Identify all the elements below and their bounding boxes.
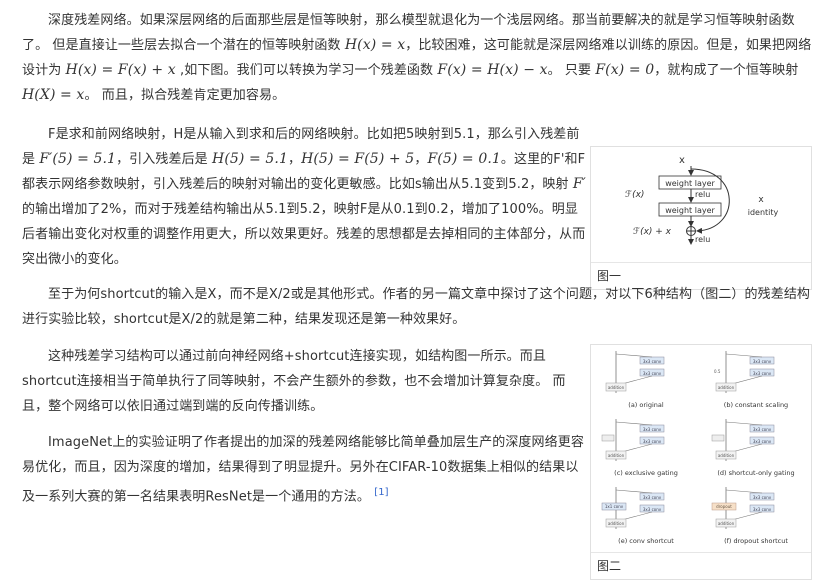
dropout-box	[711, 502, 737, 511]
variant-label: (d) shortcut-only gating	[717, 469, 794, 477]
p1-text-3: ,如下图。我们可以转换为学习一个残差函数	[175, 63, 438, 78]
addition-box	[605, 382, 627, 392]
formula-h5-f5: H(5) = F(5) + 5	[301, 151, 415, 167]
block-label: 3x3 conv	[753, 495, 772, 500]
addition-box	[605, 450, 627, 460]
fig1-identity-label: identity	[748, 208, 779, 217]
block-label: 3x3 conv	[643, 507, 662, 512]
p2-text-3: ，	[287, 152, 302, 167]
formula-f-prime: F′	[572, 176, 586, 192]
paragraph-2: F是求和前网络映射，H是从输入到求和后的网络映射。比如把5映射到5.1，那么引入…	[22, 122, 588, 272]
block-label: 3x3 conv	[643, 427, 662, 432]
figure-2-caption: 图二	[591, 552, 811, 579]
branch-line	[615, 489, 653, 494]
variant-label: (a) original	[628, 401, 664, 409]
branch-line	[615, 353, 653, 358]
addition-box	[715, 518, 737, 528]
addition-label: addition	[718, 453, 735, 458]
conv-shortcut-box	[601, 502, 627, 511]
addition-label: addition	[718, 385, 735, 390]
figure-2: addition 3x3 conv 3x3 conv (a) original addi…	[590, 344, 812, 580]
branch-line	[725, 421, 763, 426]
branch-line	[725, 489, 763, 494]
variant-label: (f) dropout shortcut	[724, 537, 788, 545]
scale-label: 0.5	[714, 369, 721, 374]
p5-text: ImageNet上的实验证明了作者提出的加深的残差网络能够比简单叠加层生产的深度…	[22, 435, 584, 505]
p2-text-1: F是求和前网络映射，H是从输入到求和后的网络映射。比如把5映射到5.1，那么引入…	[22, 127, 580, 167]
block-label: 3x3 conv	[753, 371, 772, 376]
block-label: 3x3 conv	[643, 359, 662, 364]
addition-box	[715, 382, 737, 392]
variant-label: (e) conv shortcut	[618, 537, 674, 545]
p2-text-2: ，引入残差后是	[116, 152, 213, 167]
fig1-relu-2: relu	[695, 235, 710, 244]
formula-identity: H(X) = x	[22, 87, 85, 103]
block-label: 3x3 conv	[643, 495, 662, 500]
branch-line	[615, 421, 653, 426]
weight-layer-1	[658, 175, 722, 190]
weight-layer-2	[658, 202, 722, 217]
variant-label: (b) constant scaling	[724, 401, 788, 409]
variant-label: (c) exclusive gating	[614, 469, 678, 477]
p4-text: 这种残差学习结构可以通过前向神经网络+shortcut连接实现，如结构图一所示。…	[22, 349, 566, 414]
p1-text-1: 深度残差网络。如果深层网络的后面那些层是恒等映射，那么模型就退化为一个浅层网络。…	[22, 13, 795, 53]
gate-box	[711, 434, 725, 442]
fig1-sum-label: ℱ(x) + x	[633, 227, 672, 237]
formula-hx-fx-plus-x: H(x) = F(x) + x	[65, 62, 176, 78]
p1-text-2: ，比较困难，这可能就是深层网络难以训练的原因。但是，如果把网络设计为	[22, 38, 812, 78]
block-label: 3x3 conv	[753, 439, 772, 444]
gate-box	[601, 434, 615, 442]
figure-1-caption: 图一	[591, 262, 811, 289]
fig1-relu-1: relu	[695, 190, 710, 199]
fig1-fx-label: ℱ(x)	[625, 190, 644, 200]
paragraph-1: 深度残差网络。如果深层网络的后面那些层是恒等映射，那么模型就退化为一个浅层网络。…	[22, 8, 812, 108]
p1-text-6: 。 而且，拟合残差肯定更加容易。	[84, 88, 286, 103]
block-label: 3x3 conv	[753, 427, 772, 432]
p1-text-4: 。 只要	[547, 63, 596, 78]
residual-block-diagram: x weight layer relu weight layer relu ℱ(…	[625, 155, 779, 245]
residual-variants-diagram: addition 3x3 conv 3x3 conv (a) original addi…	[601, 351, 795, 545]
formula-hx-eq-x: H(x) = x	[344, 37, 406, 53]
addition-box	[605, 518, 627, 528]
addition-label: addition	[608, 385, 625, 390]
addition-box	[715, 450, 737, 460]
addition-label: addition	[718, 521, 735, 526]
addition-label: addition	[608, 521, 625, 526]
addition-label: addition	[608, 453, 625, 458]
formula-fx-residual: F(x) = H(x) − x	[437, 62, 548, 78]
dropout-label: dropout	[716, 504, 732, 509]
formula-f5: F(5) = 0.1	[427, 151, 501, 167]
fig1-x-top: x	[679, 155, 685, 166]
paragraph-5: ImageNet上的实验证明了作者提出的加深的残差网络能够比简单叠加层生产的深度…	[22, 430, 588, 509]
fig1-layer2-label: weight layer	[665, 206, 715, 215]
p2-text-5: 。这里的F'和F都表示网络参数映射，引入残差后的映射对输出的变化更敏感。比如s输…	[22, 152, 586, 192]
conv-shortcut-label: 1x1 conv	[605, 504, 624, 509]
fig1-layer1-label: weight layer	[665, 179, 715, 188]
p2-text-4: ，	[414, 152, 428, 167]
figure-1: x weight layer relu weight layer relu ℱ(…	[590, 146, 812, 290]
paragraph-4: 这种残差学习结构可以通过前向神经网络+shortcut连接实现，如结构图一所示。…	[22, 344, 588, 419]
formula-h5: H(5) = 5.1	[212, 151, 288, 167]
p3-text: 至于为何shortcut的输入是X，而不是X/2或是其他形式。作者的另一篇文章中…	[22, 287, 811, 327]
formula-f-prime-5: F′(5) = 5.1	[39, 151, 117, 167]
paragraph-3: 至于为何shortcut的输入是X，而不是X/2或是其他形式。作者的另一篇文章中…	[22, 282, 812, 332]
block-label: 3x3 conv	[643, 439, 662, 444]
p1-text-5: ，就构成了一个恒等映射	[654, 63, 799, 78]
formula-fx-eq-0: F(x) = 0	[595, 62, 655, 78]
block-label: 3x3 conv	[753, 359, 772, 364]
p2-text-6: 的输出增加了2%，而对于残差结构输出从5.1到5.2，映射F是从0.1到0.2，…	[22, 202, 586, 267]
branch-line	[725, 353, 763, 358]
block-label: 3x3 conv	[753, 507, 772, 512]
citation-link[interactable]: [1]	[374, 487, 389, 498]
fig1-x-side: x	[758, 195, 764, 205]
block-label: 3x3 conv	[643, 371, 662, 376]
